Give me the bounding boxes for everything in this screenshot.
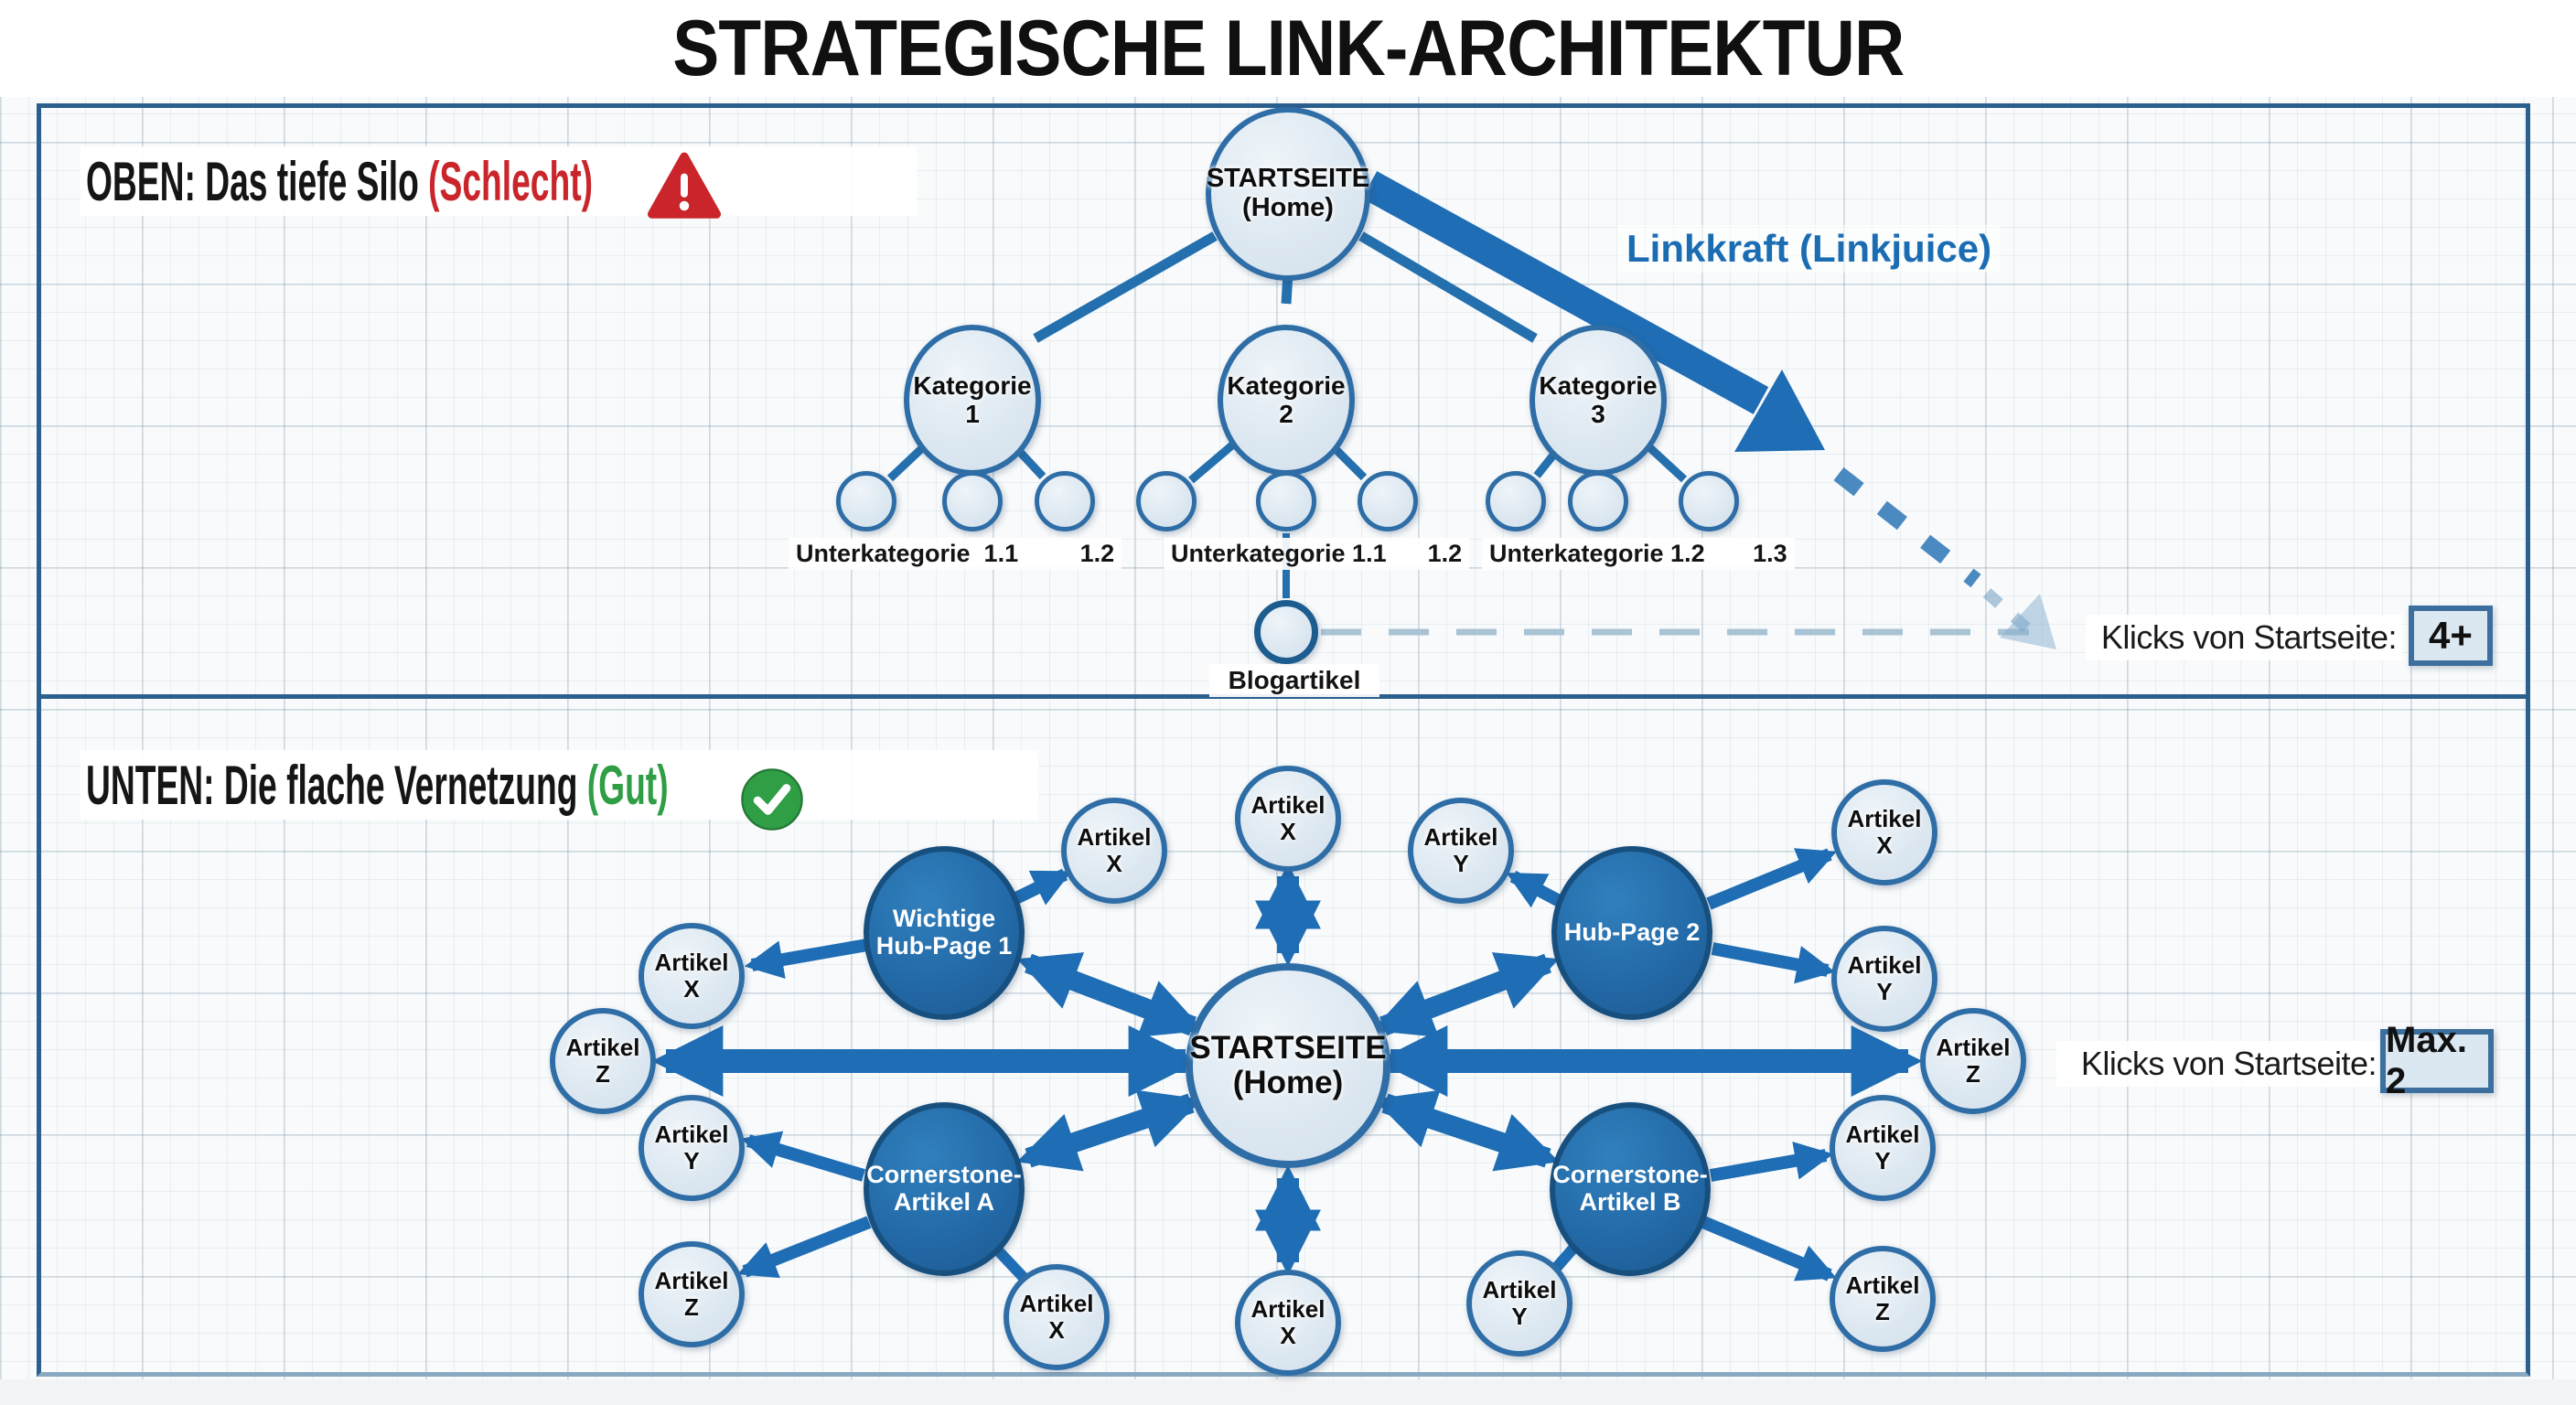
node-unterkategorie	[1486, 471, 1546, 531]
unterkategorie-caption-2: Unterkategorie 1.1 1.2	[1164, 538, 1470, 570]
node-label: Cornerstone- Artikel B	[1552, 1161, 1708, 1216]
node-label: Wichtige Hub-Page 1	[875, 905, 1013, 960]
node-unterkategorie	[1035, 471, 1095, 531]
node-label: Kategorie 3	[1539, 370, 1658, 428]
clicks-label-top: Klicks von Startseite:	[2086, 615, 2402, 660]
node-label: Artikel X	[1077, 823, 1152, 877]
node-artikel: Artikel X	[1831, 779, 1937, 885]
node-label: Kategorie 2	[1227, 370, 1346, 428]
node-label: Artikel X	[1250, 1295, 1326, 1349]
warning-triangle-icon	[647, 152, 722, 219]
node-kategorie-1: Kategorie 1	[904, 325, 1041, 476]
node-artikel: Artikel Y	[1831, 926, 1937, 1032]
bottom-heading-text: UNTEN: Die flache Vernetzung	[86, 754, 587, 816]
node-label: Artikel Z	[654, 1267, 729, 1321]
node-unterkategorie	[1358, 471, 1418, 531]
node-startseite-center: STARTSEITE (Home)	[1186, 963, 1390, 1168]
node-label: Artikel Y	[654, 1121, 729, 1174]
node-artikel: Artikel X	[639, 923, 745, 1029]
node-label: Kategorie 1	[913, 370, 1032, 428]
node-unterkategorie	[1568, 471, 1628, 531]
node-kategorie-2: Kategorie 2	[1218, 325, 1355, 476]
node-artikel: Artikel X	[1235, 1270, 1341, 1376]
node-label: Artikel Y	[1423, 823, 1498, 877]
blogartikel-caption: Blogartikel	[1209, 664, 1379, 697]
node-label: Artikel X	[654, 949, 729, 1003]
clicks-value-top: 4+	[2409, 606, 2493, 666]
panel-frame	[37, 103, 2530, 1377]
node-unterkategorie	[836, 471, 896, 531]
node-label: Artikel X	[1847, 805, 1922, 859]
node-artikel: Artikel Y	[1466, 1250, 1572, 1357]
node-cornerstone-a: Cornerstone- Artikel A	[864, 1102, 1025, 1276]
node-label: STARTSEITE (Home)	[1206, 164, 1370, 222]
node-artikel: Artikel Z	[1830, 1246, 1936, 1352]
node-label: Artikel X	[1019, 1290, 1094, 1344]
node-label: Artikel Z	[565, 1034, 640, 1088]
node-label: Artikel Y	[1845, 1121, 1920, 1174]
node-artikel: Artikel Y	[1408, 798, 1514, 904]
page-title: STRATEGISCHE LINK-ARCHITEKTUR	[671, 4, 1905, 92]
title-band: STRATEGISCHE LINK-ARCHITEKTUR	[0, 0, 2576, 97]
node-artikel: Artikel Z	[639, 1241, 745, 1347]
unterkategorie-caption-1: Unterkategorie 1.1 1.2	[789, 538, 1122, 570]
node-unterkategorie	[1136, 471, 1197, 531]
node-label: Artikel Z	[1845, 1271, 1920, 1325]
node-label: STARTSEITE (Home)	[1189, 1029, 1387, 1100]
node-artikel: Artikel Z	[550, 1008, 656, 1114]
node-artikel: Artikel X	[1004, 1264, 1110, 1370]
clicks-label-bottom: Klicks von Startseite:	[2056, 1041, 2382, 1087]
node-startseite-top: STARTSEITE (Home)	[1206, 107, 1370, 281]
node-label: Cornerstone- Artikel A	[866, 1161, 1022, 1216]
bottom-section-heading: UNTEN: Die flache Vernetzung (Gut)	[80, 750, 1038, 820]
top-heading-text: OBEN: Das tiefe Silo	[86, 150, 429, 212]
check-circle-icon	[741, 768, 803, 831]
node-unterkategorie	[1256, 471, 1316, 531]
bottom-heading-verdict: (Gut)	[586, 754, 669, 816]
node-label: Hub-Page 2	[1563, 918, 1701, 947]
node-kategorie-3: Kategorie 3	[1530, 325, 1667, 476]
top-heading-verdict: (Schlecht)	[428, 150, 593, 212]
node-label: Artikel Z	[1936, 1034, 2011, 1088]
node-cornerstone-b: Cornerstone- Artikel B	[1550, 1102, 1711, 1276]
node-hub-page-1: Wichtige Hub-Page 1	[864, 846, 1025, 1020]
node-unterkategorie	[942, 471, 1003, 531]
node-artikel: Artikel Y	[639, 1095, 745, 1201]
unterkategorie-caption-3: Unterkategorie 1.2 1.3	[1482, 538, 1795, 570]
node-label: Artikel Y	[1482, 1276, 1557, 1330]
node-artikel: Artikel Z	[1920, 1008, 2026, 1114]
node-artikel: Artikel X	[1235, 766, 1341, 872]
node-hub-page-2: Hub-Page 2	[1551, 846, 1712, 1020]
clicks-value-bottom: Max. 2	[2380, 1020, 2494, 1101]
node-label: Artikel X	[1250, 791, 1326, 845]
node-label: Artikel Y	[1847, 951, 1922, 1005]
linkjuice-label: Linkkraft (Linkjuice)	[1617, 225, 2002, 273]
top-section-heading: OBEN: Das tiefe Silo (Schlecht)	[80, 146, 917, 216]
node-artikel: Artikel Y	[1830, 1095, 1936, 1201]
node-blogartikel	[1254, 600, 1318, 664]
bottom-margin	[0, 1379, 2576, 1405]
node-unterkategorie	[1679, 471, 1739, 531]
node-artikel: Artikel X	[1061, 798, 1167, 904]
